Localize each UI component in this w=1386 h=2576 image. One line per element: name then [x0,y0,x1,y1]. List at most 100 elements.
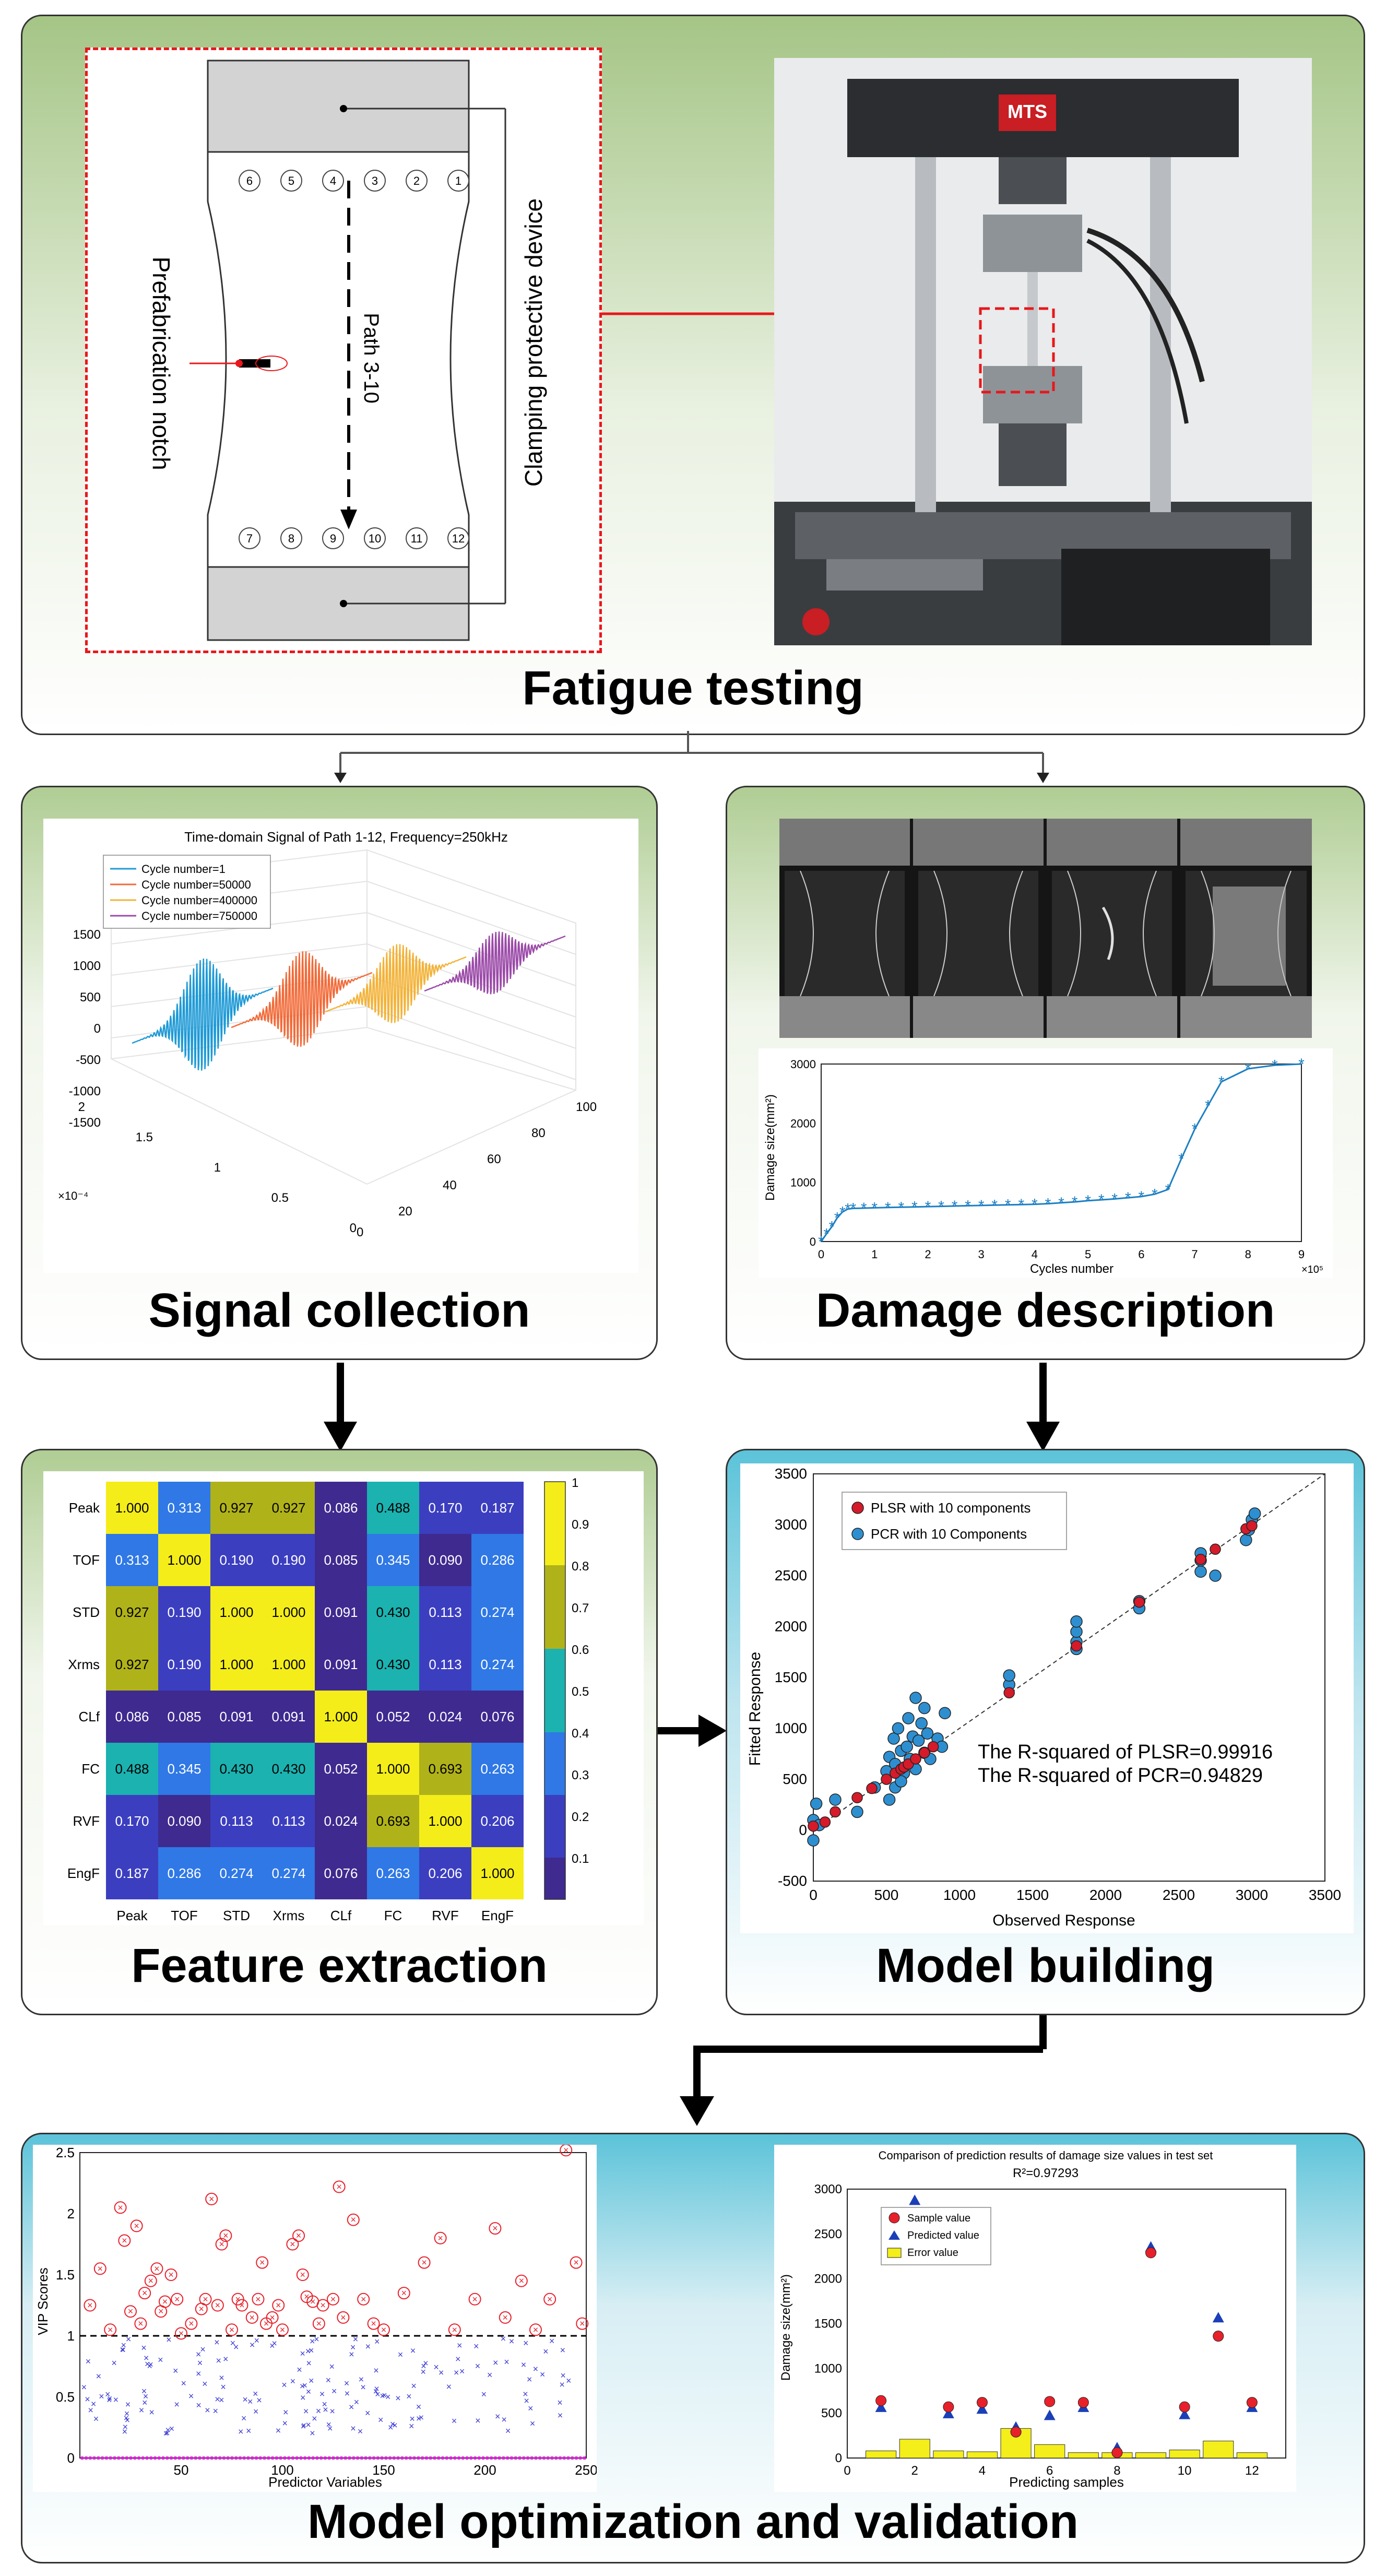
vip-zero-mark [535,2456,537,2460]
vip-zero-mark [498,2456,501,2460]
vip-rejected-point: × [359,2374,364,2385]
reg-x-tick: 3000 [1236,1887,1268,1903]
damage-marker: * [839,1203,846,1221]
vip-selected-cross: × [320,2300,326,2311]
reg-y-tick: 1500 [775,1669,807,1685]
vip-zero-mark [105,2456,108,2460]
heatmap-cell [419,1691,471,1743]
damage-x-tick: 3 [978,1248,985,1261]
heatmap-value: 0.927 [271,1500,305,1516]
pred-y-tick: 2000 [814,2272,842,2286]
vip-rejected-point: × [241,2413,247,2424]
svg-text:1: 1 [455,174,461,187]
vip-rejected-point: × [382,2390,387,2401]
notch-label: Prefabrication notch [148,256,175,470]
vip-zero-mark [429,2456,432,2460]
vip-selected-point [367,2317,380,2330]
vip-rejected-point: × [158,2355,163,2365]
vip-rejected-point: × [540,2369,546,2380]
svg-text:2: 2 [413,174,420,187]
heatmap-value: 0.170 [115,1813,149,1829]
heatmap-value: 0.274 [271,1865,305,1881]
vip-rejected-point: × [88,2405,93,2415]
vip-rejected-point: × [316,2406,322,2416]
colorbar-tick: 0.2 [572,1810,589,1824]
vip-zero-mark [344,2456,347,2460]
vip-zero-mark [482,2456,485,2460]
heatmap-row-label: EngF [67,1865,100,1881]
vip-zero-mark [441,2456,444,2460]
prediction-chart: Comparison of prediction results of dama… [779,2149,1286,2490]
vip-rejected-point: × [505,2426,511,2436]
pred-error-bar [866,2450,897,2459]
vip-rejected-point: × [282,2418,288,2428]
vip-selected-point [434,2231,447,2244]
heatmap-cell [106,1482,158,1534]
vip-rejected-point: × [416,2402,422,2412]
specimen-drawing: 6 5 4 3 2 1 7 8 9 10 11 12 Path [148,60,547,641]
feature-to-model-arrow [658,1715,727,1747]
vip-selected-cross: × [533,2324,539,2335]
pred-error-bar [899,2439,930,2459]
vip-rejected-point: × [326,2419,331,2430]
vip-zero-mark [530,2456,534,2460]
heatmap-value: 0.076 [324,1865,358,1881]
heatmap-value: 0.113 [429,1657,461,1672]
vip-y-tick: 2 [67,2206,75,2221]
heatmap-cell [471,1534,524,1586]
reg-y-tick: 0 [799,1822,807,1838]
heatmap-value: 0.091 [219,1709,253,1724]
vip-rejected-point: × [353,2334,359,2345]
vip-rejected-point: × [256,2395,262,2405]
pred-y-tick: 0 [835,2451,842,2465]
vip-rejected-point: × [446,2381,452,2392]
r2-plsr-text: The R-squared of PLSR=0.99916 [978,1741,1273,1763]
colorbar-band [544,1482,565,1565]
vip-rejected-point: × [300,2392,306,2403]
vip-zero-mark [364,2456,368,2460]
vip-rejected-point: × [197,2358,203,2368]
vip-rejected-point: × [223,2354,229,2365]
vip-rejected-point: × [549,2336,555,2346]
pred-predicted-point [1212,2312,1224,2323]
testing-machine-photo: MTS [774,58,1312,645]
reg-x-tick: 0 [809,1887,818,1903]
vip-selected-point [175,2327,187,2340]
vip-zero-mark [397,2456,400,2460]
vip-rejected-point: × [164,2428,170,2439]
heatmap-value: 1.000 [219,1657,253,1672]
heatmap-value: 1.000 [115,1500,149,1516]
damage-marker: * [1005,1197,1011,1214]
colorbar-tick: 0.3 [572,1768,589,1782]
vip-zero-mark [287,2456,290,2460]
vip-zero-mark [567,2456,570,2460]
vip-rejected-point: × [216,2355,222,2366]
svg-text:7: 7 [246,532,253,545]
pred-error-bar [1236,2452,1267,2459]
heatmap-value: 0.076 [480,1709,514,1724]
vip-rejected-point: × [557,2397,563,2408]
plsr-point [851,1792,863,1803]
damage-marker: * [885,1199,891,1216]
vip-zero-mark [218,2456,221,2460]
vip-rejected-point: × [250,2339,255,2350]
heatmap-cell [158,1586,210,1638]
pcr-point [915,1717,928,1730]
vip-zero-mark [121,2456,124,2460]
vip-zero-mark [393,2456,396,2460]
damage-marker: * [1058,1195,1064,1212]
vip-selected-point [276,2323,289,2336]
heatmap-value: 0.430 [271,1761,305,1777]
damage-marker: * [1245,1060,1251,1078]
signal-y-tick: 20 [398,1204,412,1219]
plsr-point [1246,1520,1258,1532]
vip-selected-point [418,2256,431,2269]
vip-selected-cross: × [219,2239,224,2250]
vip-zero-mark [348,2456,351,2460]
vip-rejected-point: × [253,2406,259,2417]
damage-marker: * [850,1200,856,1218]
heatmap-value: 0.430 [219,1761,253,1777]
vip-selected-cross: × [269,2312,275,2323]
reg-y-tick: 1000 [775,1720,807,1736]
